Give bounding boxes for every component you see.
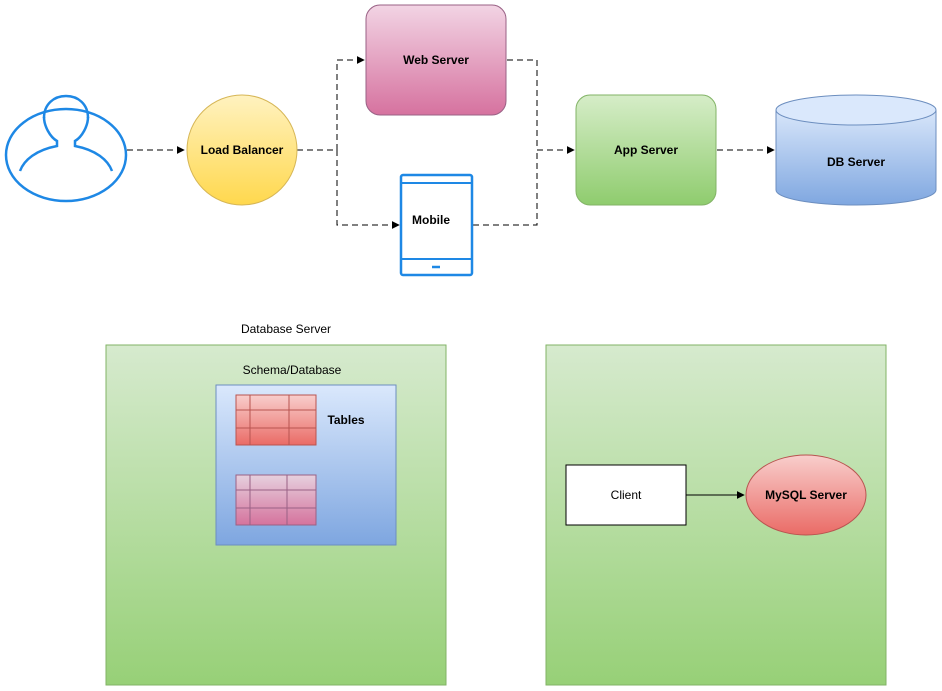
edge-load-balancer-to-mobile — [336, 150, 400, 229]
table-icon — [235, 394, 317, 446]
edge-load-balancer-to-web-server — [297, 56, 365, 151]
app-server-node — [575, 94, 717, 206]
connectors — [127, 56, 775, 229]
db-server-node — [775, 94, 937, 206]
edge-mobile-to-app-server — [473, 150, 538, 226]
edge-web-server-to-app-server — [507, 59, 575, 154]
web-server-node — [365, 4, 507, 116]
table-icon — [235, 474, 317, 526]
mysql-server-node — [745, 454, 867, 536]
user-icon — [4, 94, 128, 203]
mobile-phone-icon — [399, 173, 474, 277]
load-balancer-node — [186, 94, 298, 206]
client-node — [565, 464, 687, 526]
